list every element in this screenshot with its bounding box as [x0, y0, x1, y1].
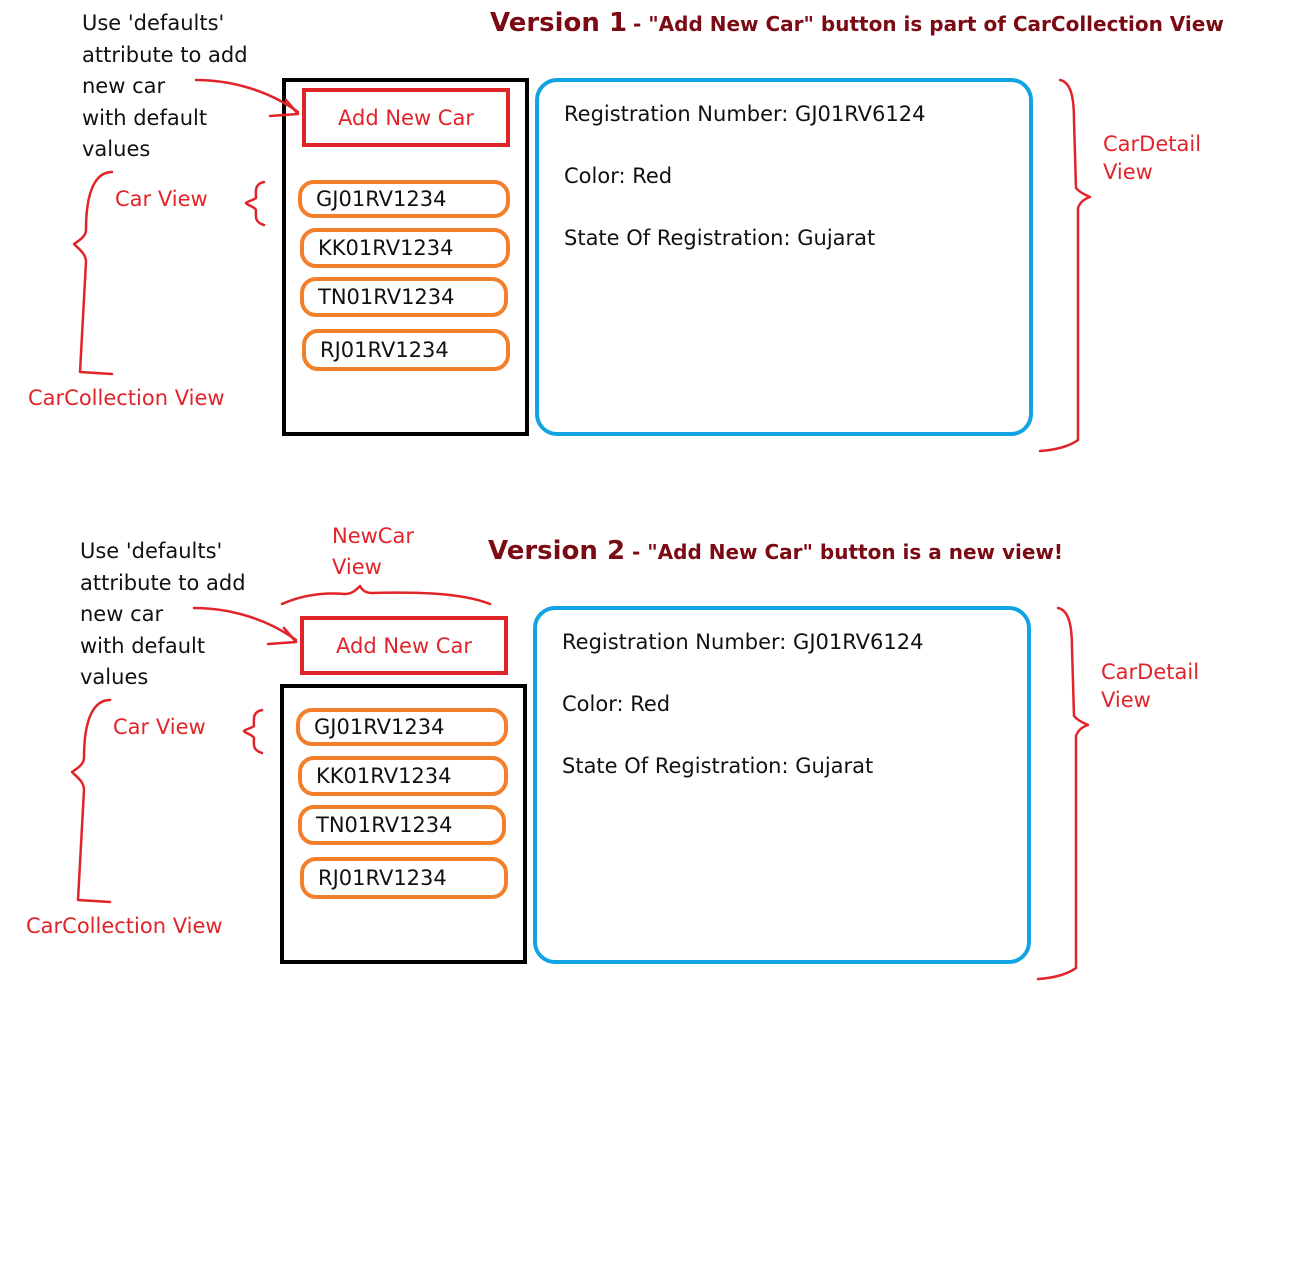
note-line: attribute to add	[80, 570, 246, 595]
carcollection-view-label: CarCollection View	[28, 386, 225, 410]
note-line: values	[80, 665, 149, 689]
carcollection-view-label: CarCollection View	[26, 914, 223, 938]
version-1-title: Version 1	[490, 8, 628, 38]
note-line: Use 'defaults'	[82, 11, 225, 35]
note-line: Use 'defaults'	[80, 539, 223, 563]
detail-state: State Of Registration: Gujarat	[564, 226, 876, 250]
car-list-item[interactable]: KK01RV1234	[300, 228, 510, 268]
cardetail-brace	[1036, 606, 1090, 981]
note-line: with default	[80, 633, 206, 658]
detail-color: Color: Red	[564, 164, 673, 188]
version-1-note: Use 'defaults' attribute to add new car …	[82, 8, 248, 166]
car-view-label: Car View	[113, 715, 206, 739]
carcollection-brace	[72, 170, 114, 376]
newcar-view-brace	[280, 584, 492, 606]
add-new-car-button[interactable]: Add New Car	[300, 616, 508, 675]
car-detail-view	[533, 606, 1031, 964]
newcar-view-label: NewCar View	[332, 524, 414, 579]
car-list-item[interactable]: GJ01RV1234	[298, 180, 510, 218]
car-list-item[interactable]: TN01RV1234	[298, 805, 506, 845]
note-line: new car	[82, 74, 166, 98]
car-list-item[interactable]: TN01RV1234	[300, 277, 508, 317]
car-list-item[interactable]: RJ01RV1234	[300, 857, 508, 899]
add-new-car-button[interactable]: Add New Car	[302, 88, 510, 147]
note-line: attribute to add	[82, 42, 248, 67]
cardetail-brace	[1038, 78, 1092, 453]
car-list-item[interactable]: RJ01RV1234	[302, 329, 510, 371]
arrow-head	[266, 626, 298, 646]
version-1-subtitle: - "Add New Car" button is part of CarCol…	[633, 12, 1224, 36]
detail-registration: Registration Number: GJ01RV6124	[564, 102, 926, 126]
note-line: with default	[82, 105, 208, 130]
detail-state: State Of Registration: Gujarat	[562, 754, 874, 778]
car-collection-view	[282, 78, 529, 436]
version-2-title: Version 2	[488, 536, 626, 566]
car-view-brace	[242, 708, 264, 755]
cardetail-view-label: CarDetail View	[1101, 660, 1200, 712]
car-view-brace	[244, 180, 266, 227]
car-collection-view	[280, 684, 527, 964]
version-2-subtitle: - "Add New Car" button is a new view!	[632, 540, 1064, 564]
car-view-label: Car View	[115, 187, 208, 211]
cardetail-view-label: CarDetail View	[1103, 132, 1202, 184]
note-line: values	[82, 137, 151, 161]
detail-color: Color: Red	[562, 692, 671, 716]
car-list-item[interactable]: KK01RV1234	[298, 756, 508, 796]
detail-registration: Registration Number: GJ01RV6124	[562, 630, 924, 654]
version-2-note: Use 'defaults' attribute to add new car …	[80, 536, 246, 694]
note-line: new car	[80, 602, 164, 626]
car-list-item[interactable]: GJ01RV1234	[296, 708, 508, 746]
car-detail-view	[535, 78, 1033, 436]
carcollection-brace	[70, 698, 112, 904]
